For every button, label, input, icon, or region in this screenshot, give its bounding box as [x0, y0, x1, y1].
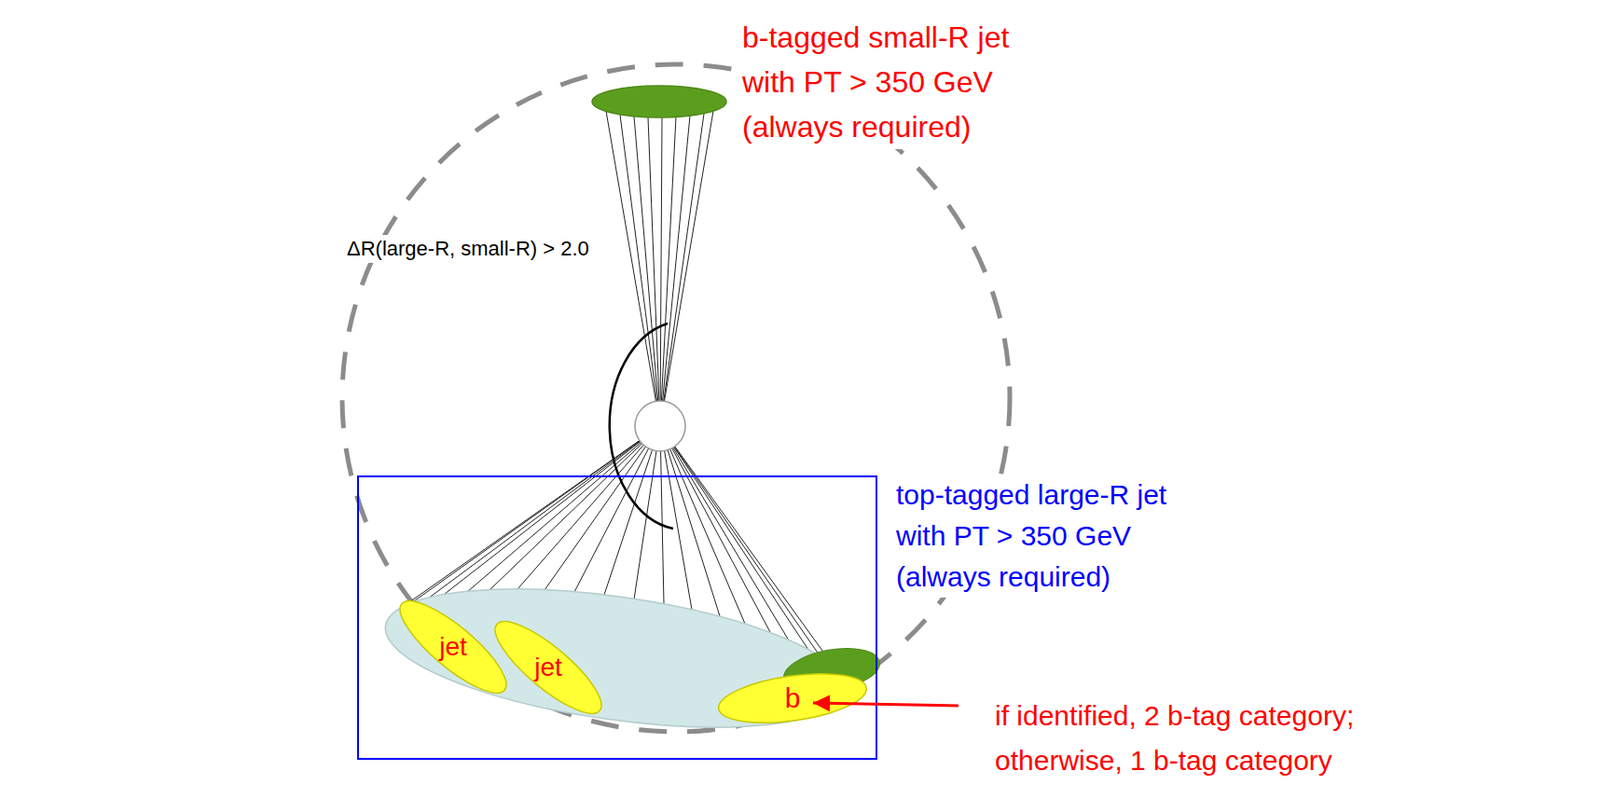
node-outline — [592, 85, 727, 118]
track-line — [427, 426, 661, 599]
small-r-jet: b-tagged small-R jet with PT > 350 GeV (… — [592, 85, 727, 118]
track-line — [490, 426, 661, 590]
delta-r-label: ΔR(large-R, small-R) > 2.0 — [346, 234, 590, 263]
track-line — [660, 117, 663, 427]
track-line — [660, 115, 690, 427]
track-line — [660, 426, 771, 633]
track-line — [544, 426, 661, 591]
track-line — [660, 426, 745, 624]
track-line — [660, 426, 692, 610]
label-holder: if identified, 2 b-tag category; otherwi… — [994, 693, 1368, 784]
track-line — [634, 426, 661, 600]
node-heading: top-tagged large-R jet with PT > 350 GeV… — [896, 474, 1204, 598]
node-text: jet — [534, 651, 563, 684]
small-r-tracks — [606, 110, 714, 427]
primary-vertex — [634, 400, 686, 452]
subjet-ellipse: jet — [387, 595, 519, 699]
label-holder: ΔR(large-R, small-R) > 2.0 — [346, 234, 618, 263]
track-line — [620, 114, 661, 427]
node-heading: b-tagged small-R jet with PT > 350 GeV (… — [742, 14, 1050, 150]
callout-arrow — [813, 703, 959, 706]
track-line — [467, 426, 661, 593]
callout-note: if identified, 2 b-tag category; otherwi… — [994, 693, 1368, 784]
track-line — [660, 426, 664, 605]
track-line — [648, 117, 661, 427]
track-line — [390, 426, 661, 616]
subjet-ellipse: jet — [482, 616, 614, 719]
track-line — [660, 113, 704, 427]
node-text: b — [785, 681, 801, 716]
track-line — [606, 110, 661, 427]
large-r-jet-box: top-tagged large-R jet with PT > 350 GeV… — [357, 475, 878, 760]
large-r-jet-cone — [376, 565, 855, 752]
track-line — [444, 426, 661, 594]
node-text: jet — [439, 631, 468, 663]
track-line — [660, 110, 714, 427]
ellipse-shape — [715, 665, 869, 732]
b-subjet-ellipse: b — [708, 665, 877, 732]
ellipse-shape — [483, 608, 614, 727]
ellipse-shape — [592, 85, 727, 118]
ellipse-shape — [388, 588, 519, 706]
track-line — [411, 426, 661, 604]
track-line — [634, 116, 661, 427]
